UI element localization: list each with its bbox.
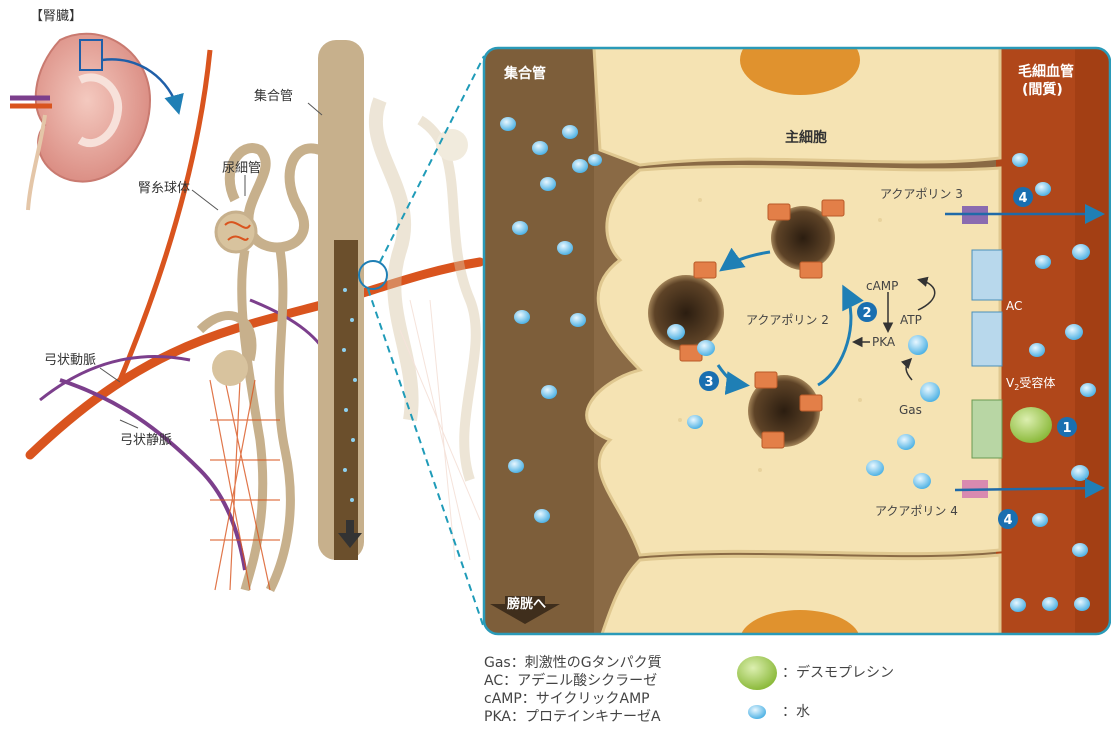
aquaporin2-label: アクアポリン 2 — [746, 313, 829, 327]
magnified-panel — [484, 25, 1110, 670]
glomerulus-label: 腎糸球体 — [138, 181, 190, 196]
svg-text:4: 4 — [1003, 513, 1012, 528]
arcuate-vein-label: 弓状静脈 — [120, 433, 172, 448]
abbreviation-legend: Gas：刺激性のGタンパク質 AC：アデニル酸シクラーゼ cAMP：サイクリック… — [484, 654, 662, 726]
pka-label: PKA — [872, 335, 896, 349]
camp-label: cAMP — [866, 279, 898, 293]
gas-label: Gas — [899, 403, 922, 417]
to-bladder-label: 膀胱へ — [506, 596, 546, 612]
legend-pka: PKA：プロテインキナーゼA — [484, 708, 662, 726]
step-badge-1: 1 — [1057, 417, 1077, 437]
step-badge-4-top: 4 — [1013, 187, 1033, 207]
arcuate-artery-label: 弓状動脈 — [44, 353, 96, 368]
svg-text:2: 2 — [862, 306, 871, 321]
atp-label: ATP — [900, 313, 922, 327]
aquaporin3-label: アクアポリン 3 — [880, 187, 963, 201]
kidney-label: 【腎臓】 — [30, 9, 82, 24]
step-badge-3: 3 — [699, 371, 719, 391]
v2-receptor-label: V2受容体 — [1006, 375, 1055, 392]
legend-gas: Gas：刺激性のGタンパク質 — [484, 654, 662, 672]
capillary-title: 毛細血管 — [1018, 63, 1074, 80]
svg-text:4: 4 — [1018, 191, 1027, 206]
ac-label: AC — [1006, 299, 1022, 313]
step-badge-2: 2 — [857, 302, 877, 322]
principal-cell-title: 主細胞 — [785, 129, 827, 146]
glomerulus — [216, 212, 256, 252]
legend-water: ：水 — [782, 703, 810, 721]
legend-desmopressin: ：デスモプレシン — [782, 664, 894, 682]
ac-channel — [972, 250, 1002, 300]
capillary-subtitle: (間質) — [1022, 81, 1063, 98]
collecting-duct-title: 集合管 — [503, 65, 546, 82]
v2-receptor-channel — [972, 400, 1002, 458]
collecting-duct-label: 集合管 — [254, 88, 293, 104]
legend-ac: AC：アデニル酸シクラーゼ — [484, 672, 662, 690]
renal-tubule-label: 尿細管 — [222, 161, 261, 176]
desmopressin-molecule — [1010, 407, 1052, 443]
left-anatomy: 【腎臓】 集合管 尿細管 腎糸球体 弓状動脈 弓状静脈 — [10, 9, 484, 628]
svg-text:3: 3 — [704, 375, 713, 390]
step-badge-4-bottom: 4 — [998, 509, 1018, 529]
desmopressin-legend-icon — [737, 656, 777, 690]
aquaporin4-label: アクアポリン 4 — [875, 504, 958, 518]
water-legend-icon — [748, 705, 766, 719]
svg-text:1: 1 — [1062, 421, 1071, 436]
legend-camp: cAMP：サイクリックAMP — [484, 690, 662, 708]
